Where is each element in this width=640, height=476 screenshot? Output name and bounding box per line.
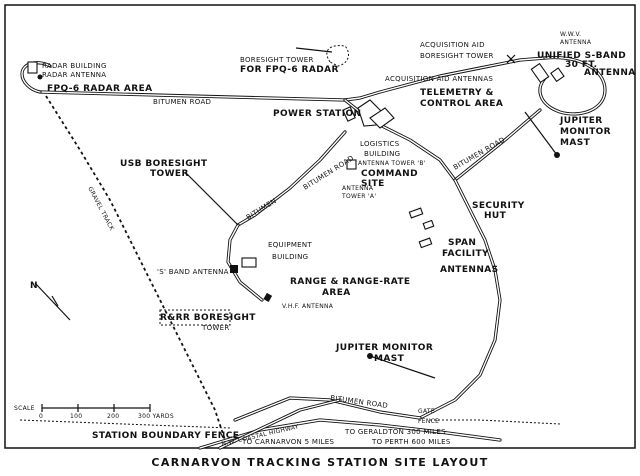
boresight-tower-loop	[326, 45, 349, 67]
label-security-1: SECURITY	[472, 201, 525, 211]
road-network	[20, 56, 607, 450]
rarr-boresight-tower	[159, 309, 231, 326]
label-to-carnarvon: TO CARNARVON 5 MILES	[241, 438, 334, 446]
label-jupiter-top-3: MAST	[560, 138, 591, 148]
acq-aid-boresight-marker	[506, 54, 516, 64]
label-antennas: ANTENNAS	[440, 265, 499, 275]
label-to-perth: TO PERTH 600 MILES	[371, 438, 451, 446]
label-boresight-fpq6-1: BORESIGHT TOWER	[240, 56, 314, 64]
label-logistics-2: BUILDING	[364, 150, 400, 158]
label-north: N	[30, 281, 38, 291]
boresight-tower-pointer	[295, 47, 333, 53]
label-boresight-fpq6-2: FOR FPQ-6 RADAR	[240, 65, 339, 75]
label-acq-boresight-2: BORESIGHT TOWER	[420, 52, 494, 60]
label-to-geraldton: TO GERALDTON 300 MILES	[344, 428, 446, 436]
label-span-2: FACILITY	[442, 249, 489, 259]
map-title: CARNARVON TRACKING STATION SITE LAYOUT	[151, 456, 488, 469]
label-span-1: SPAN	[448, 238, 476, 248]
label-radar-building: RADAR BUILDING	[42, 62, 107, 70]
label-scale-0: 0	[39, 413, 43, 420]
s-band-antenna	[230, 265, 238, 273]
label-bitumen-road-top: BITUMEN ROAD	[153, 98, 211, 106]
label-station-fence: STATION BOUNDARY FENCE	[92, 431, 239, 441]
label-antenna-a-1: ANTENNA	[342, 185, 374, 192]
label-scale-300: 300 YARDS	[138, 413, 174, 420]
map-labels: RADAR BUILDING RADAR ANTENNA FPQ-6 RADAR…	[14, 31, 636, 448]
equipment-building	[241, 257, 257, 268]
label-command-1: COMMAND	[361, 169, 418, 179]
telemetry-building	[530, 62, 550, 84]
label-telemetry-2: CONTROL AREA	[420, 99, 503, 109]
radar-antenna	[37, 74, 43, 80]
buildings	[27, 61, 565, 379]
label-equipment-2: BUILDING	[272, 253, 308, 261]
label-usb-3: ANTENNA	[584, 68, 636, 78]
label-antenna-a-2: TOWER 'A'	[341, 193, 376, 200]
label-radar-antenna: RADAR ANTENNA	[42, 71, 106, 79]
label-rarr-1: R&RR BORESIGHT	[160, 313, 256, 323]
usb-boresight-line	[184, 171, 239, 226]
vhf-antenna	[263, 292, 273, 302]
label-gravel-track: GRAVEL TRACK	[86, 186, 115, 233]
label-range-area-1: RANGE & RANGE-RATE	[290, 277, 410, 287]
label-s-band: 'S' BAND ANTENNA	[157, 268, 229, 276]
label-wwv-2: ANTENNA	[560, 39, 592, 46]
jupiter-mast-top-line	[524, 111, 558, 156]
label-scale: SCALE	[14, 405, 35, 412]
label-logistics-1: LOGISTICS	[360, 140, 400, 148]
label-scale-100: 100	[70, 413, 82, 420]
label-acq-antennas: ACQUISITION AID ANTENNAS	[385, 75, 493, 83]
power-station	[342, 106, 356, 122]
station-boundary-fence	[19, 419, 231, 429]
telemetry-annex	[550, 67, 565, 83]
label-wwv-1: W.W.V.	[560, 31, 581, 38]
label-power-station: POWER STATION	[273, 109, 361, 119]
label-bitumen-road-right: BITUMEN ROAD	[452, 136, 506, 172]
label-fpq6-area: FPQ-6 RADAR AREA	[47, 84, 153, 94]
north-arrow	[34, 282, 71, 321]
jupiter-mast-bottom-line	[369, 355, 436, 379]
label-jupiter-top-1: JUPITER	[559, 116, 603, 126]
label-bitumen-road-low: BITUMEN	[245, 197, 278, 222]
span-antenna-1	[422, 219, 435, 230]
radar-building	[27, 61, 38, 74]
label-telemetry-1: TELEMETRY &	[420, 88, 494, 98]
scale-bar	[41, 404, 151, 412]
label-range-area-2: AREA	[322, 288, 351, 298]
command-site-building	[346, 159, 357, 170]
label-command-2: SITE	[361, 179, 385, 189]
span-facility-building	[408, 207, 424, 219]
label-usb-boresight-2: TOWER	[150, 169, 189, 179]
fence-line	[430, 419, 561, 425]
label-scale-200: 200	[107, 413, 119, 420]
label-acq-boresight-1: ACQUISITION AID	[420, 41, 485, 49]
label-usb-boresight-1: USB BORESIGHT	[120, 159, 208, 169]
label-rarr-2: TOWER	[201, 324, 230, 332]
label-equipment-1: EQUIPMENT	[268, 241, 312, 249]
label-antenna-tower-b: ANTENNA TOWER 'B'	[358, 160, 426, 167]
label-gate: GATE	[418, 408, 435, 415]
map-border	[4, 4, 636, 449]
label-vhf: V.H.F. ANTENNA	[282, 303, 334, 310]
span-antenna-2	[418, 237, 433, 249]
label-jupiter-top-2: MONITOR	[560, 127, 611, 137]
label-usb-2: 30 FT.	[565, 60, 597, 70]
logistics-building	[369, 107, 395, 129]
label-jupiter-bottom-1: JUPITER MONITOR	[335, 343, 433, 353]
label-security-2: HUT	[484, 211, 507, 221]
gravel-track	[45, 95, 226, 441]
label-fence: FENCE	[418, 418, 439, 425]
label-usb-1: UNIFIED S-BAND	[537, 51, 626, 61]
label-jupiter-bottom-2: MAST	[374, 354, 405, 364]
